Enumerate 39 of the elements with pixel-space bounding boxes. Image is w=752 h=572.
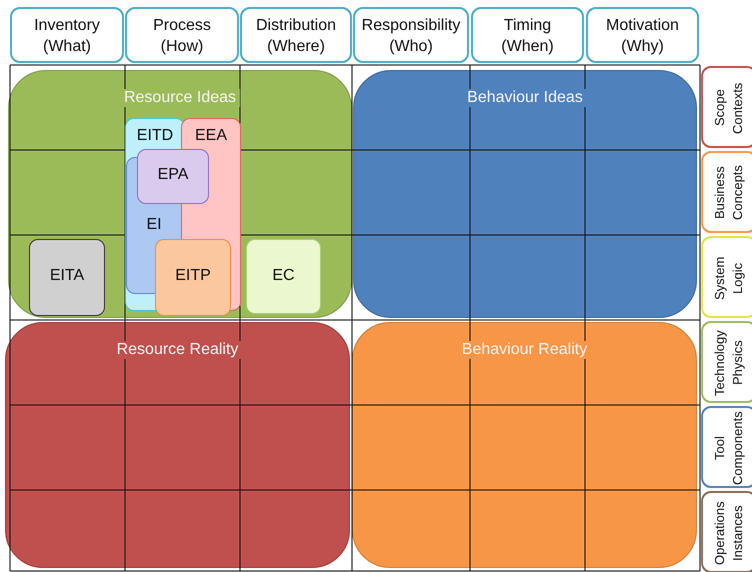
column-title: Motivation (Why) [605, 16, 680, 57]
column-title: Responsibility (Who) [361, 16, 461, 57]
row-header [701, 491, 752, 572]
column-header [353, 7, 469, 63]
box-label: EI [145, 216, 163, 234]
area-panel [353, 70, 697, 318]
row-title: Scope Contexts [711, 81, 746, 136]
column-header [240, 7, 352, 63]
column-header [10, 7, 124, 63]
area-panel [352, 322, 697, 568]
row-header [701, 151, 752, 233]
row-title: Tool Components [711, 412, 746, 484]
component-box [155, 239, 231, 316]
column-title: Timing (When) [500, 16, 555, 57]
row-title: System Logic [711, 255, 746, 302]
row-header [701, 236, 752, 318]
column-header [471, 7, 584, 63]
column-header [125, 7, 239, 63]
component-box [29, 239, 105, 316]
column-header [586, 7, 699, 63]
component-box [246, 239, 321, 314]
row-title: Technology Physics [711, 329, 746, 398]
row-header [701, 66, 752, 148]
box-label: EITD [136, 127, 174, 145]
column-title: Inventory (What) [33, 16, 101, 57]
column-title: Distribution (Where) [254, 16, 338, 57]
box-label: EC [271, 267, 296, 285]
box-label: EPA [156, 166, 190, 184]
column-title: Process (How) [152, 16, 212, 57]
row-title: Business Concepts [711, 164, 746, 222]
row-title: Operations Instances [711, 500, 746, 567]
area-panel [5, 322, 350, 568]
component-box [137, 149, 209, 204]
box-label: EITA [48, 267, 86, 285]
box-label: EITP [174, 267, 212, 285]
box-label: EEA [194, 127, 228, 145]
area-panel [8, 70, 352, 318]
row-header [701, 406, 752, 488]
row-header [701, 321, 752, 403]
